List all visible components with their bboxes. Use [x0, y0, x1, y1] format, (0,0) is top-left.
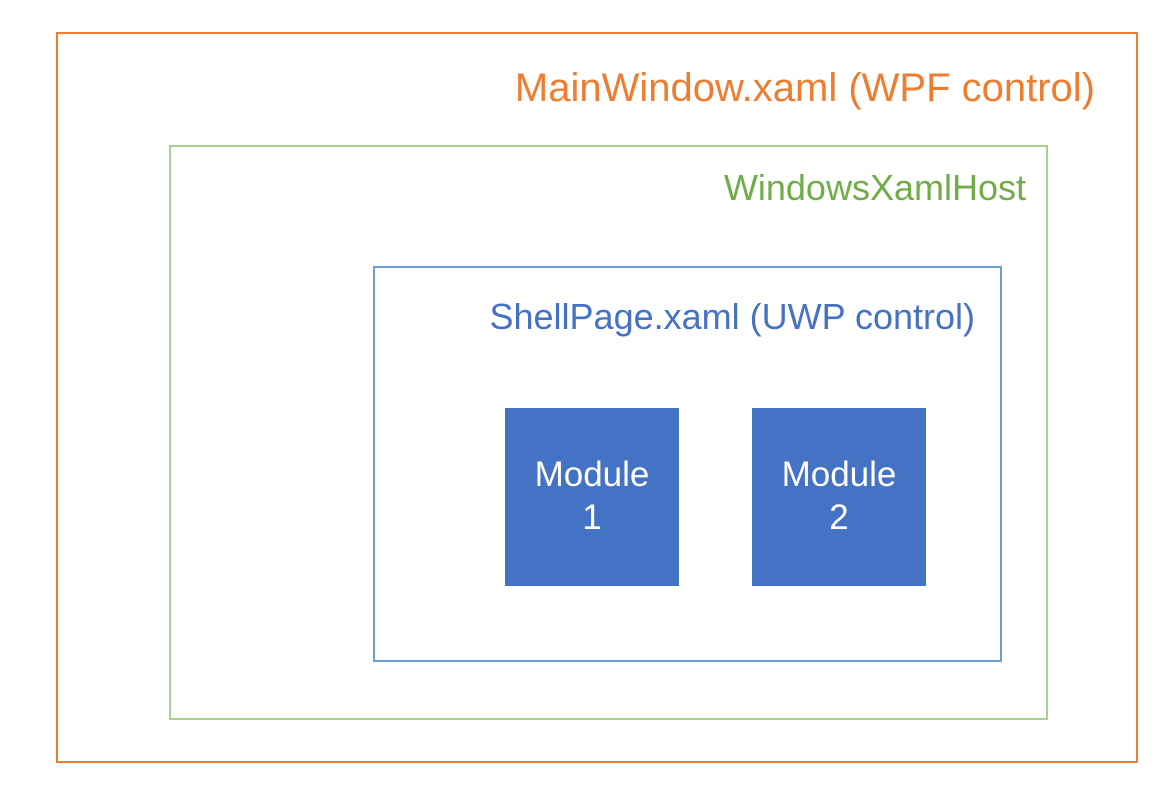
- module-1-label-line2: 1: [582, 498, 602, 537]
- windowsxamlhost-label: WindowsXamlHost: [723, 167, 1026, 208]
- module-1-box: Module 1: [505, 408, 679, 586]
- module-2-label-line2: 2: [829, 498, 849, 537]
- mainwindow-wpf-label: MainWindow.xaml (WPF control): [514, 66, 1095, 110]
- shellpage-uwp-label: ShellPage.xaml (UWP control): [489, 296, 975, 337]
- module-group: Module 1 Module 2: [505, 408, 926, 586]
- shellpage-uwp-container: ShellPage.xaml (UWP control) Module 1 Mo…: [373, 266, 1002, 662]
- module-2-box: Module 2: [752, 408, 926, 586]
- mainwindow-wpf-container: MainWindow.xaml (WPF control) WindowsXam…: [56, 32, 1138, 763]
- module-2-label-line1: Module: [781, 455, 897, 495]
- windowsxamlhost-container: WindowsXamlHost ShellPage.xaml (UWP cont…: [169, 145, 1048, 720]
- module-1-label-line1: Module: [534, 455, 650, 495]
